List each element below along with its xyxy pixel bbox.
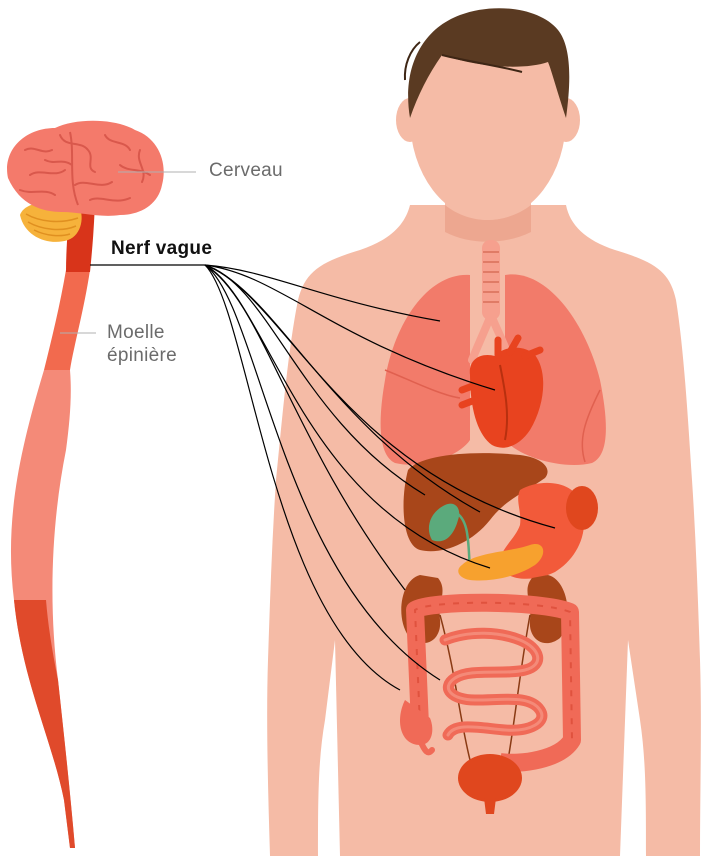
vagus-nerve-label: Nerf vague [111, 238, 212, 260]
spinal-cord-label-line2: épinière [107, 345, 177, 367]
spinal-cord-mid [44, 270, 90, 370]
nervous-system [7, 121, 164, 848]
bladder [458, 754, 522, 802]
spinal-cord-label-line1: Moelle [107, 322, 165, 344]
brain [7, 121, 164, 216]
urethra [484, 798, 496, 814]
spinal-cord-tail [14, 600, 75, 848]
spleen [566, 486, 598, 530]
brain-label: Cerveau [209, 160, 283, 182]
